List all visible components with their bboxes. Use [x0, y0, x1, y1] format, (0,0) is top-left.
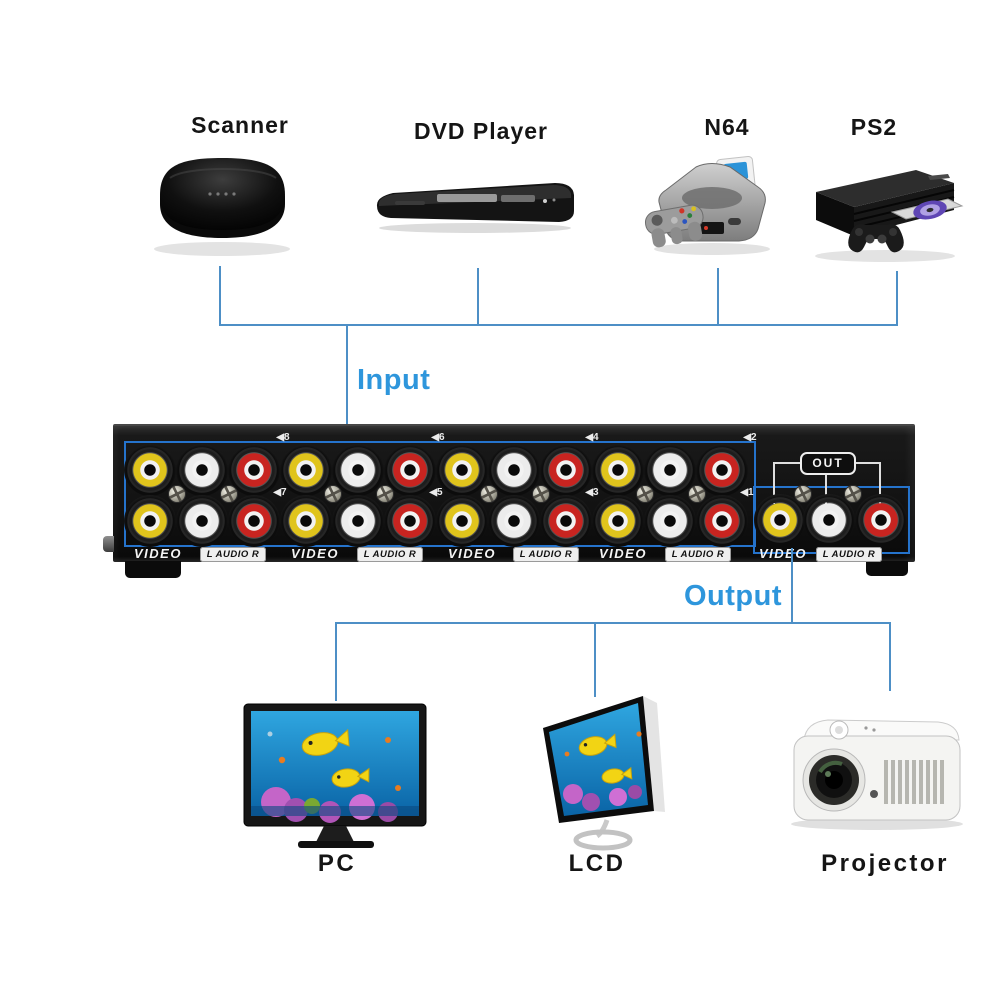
- rca-jack-input-bottom-row: [124, 495, 176, 547]
- out-bracket-line: [773, 462, 802, 464]
- connection-line-projector: [889, 622, 891, 691]
- panel-screw: [168, 485, 186, 503]
- video-port-label: VIDEO: [134, 546, 182, 561]
- port-number-label: ◀7: [273, 487, 287, 498]
- out-bracket-line: [879, 462, 881, 504]
- rca-jack-input-bottom-row: [488, 495, 540, 547]
- panel-screw: [324, 485, 342, 503]
- rca-jack-input-top-row: [384, 444, 436, 496]
- connection-line-pc: [335, 622, 337, 701]
- panel-screw: [480, 485, 498, 503]
- pc-label: PC: [317, 850, 357, 877]
- rca-jack-input-top-row: [228, 444, 280, 496]
- video-port-label: VIDEO: [291, 546, 339, 561]
- projector-label: Projector: [821, 850, 949, 877]
- output-section-label: Output: [683, 580, 782, 612]
- connection-line-n64: [717, 268, 719, 324]
- connection-line-dvd: [477, 268, 479, 324]
- rca-jack-input-top-row: [540, 444, 592, 496]
- port-number-label: ◀2: [743, 432, 757, 443]
- port-number-label: ◀3: [585, 487, 599, 498]
- rca-jack-output: [754, 494, 806, 546]
- output-bus-line: [335, 622, 891, 624]
- input-bus-line: [219, 324, 898, 326]
- connection-line-lcd: [594, 622, 596, 697]
- lcd-label: LCD: [568, 850, 626, 877]
- rca-jack-input-top-row: [280, 444, 332, 496]
- rca-jack-output: [855, 494, 907, 546]
- out-bracket-line: [825, 472, 827, 506]
- connection-line-scanner: [219, 266, 221, 324]
- rca-jack-input-top-row: [696, 444, 748, 496]
- port-number-label: ◀8: [276, 432, 290, 443]
- pc-illustration: [243, 703, 427, 848]
- input-section-outline: [124, 441, 756, 547]
- out-bracket-line: [852, 462, 881, 464]
- audio-port-label: L AUDIO R: [200, 547, 266, 562]
- rca-jack-input-bottom-row: [592, 495, 644, 547]
- dvd-player-label: DVD Player: [413, 118, 548, 144]
- rca-jack-input-bottom-row: [436, 495, 488, 547]
- out-bracket-line: [773, 462, 775, 504]
- scanner-label: Scanner: [191, 112, 289, 138]
- lcd-illustration: [543, 696, 665, 851]
- panel-screw: [532, 485, 550, 503]
- side-connector: [103, 536, 114, 552]
- rca-jack-input-bottom-row: [696, 495, 748, 547]
- ps2-illustration: [815, 170, 964, 262]
- rca-jack-input-bottom-row: [280, 495, 332, 547]
- audio-port-label: L AUDIO R: [816, 547, 882, 562]
- rca-jack-input-bottom-row: [332, 495, 384, 547]
- rca-jack-input-bottom-row: [228, 495, 280, 547]
- rca-jack-output: [803, 494, 855, 546]
- audio-port-label: L AUDIO R: [513, 547, 579, 562]
- port-number-label: ◀4: [585, 432, 599, 443]
- projector-illustration: [791, 719, 963, 830]
- connection-line-ps2: [896, 271, 898, 324]
- ps2-label: PS2: [850, 114, 898, 140]
- panel-foot-left: [125, 561, 181, 578]
- rca-jack-input-top-row: [644, 444, 696, 496]
- video-port-label: VIDEO: [599, 546, 647, 561]
- scanner-illustration: [154, 158, 290, 256]
- rca-jack-input-top-row: [176, 444, 228, 496]
- n64-illustration: [644, 156, 770, 255]
- panel-screw: [794, 485, 812, 503]
- panel-screw: [376, 485, 394, 503]
- video-port-label: VIDEO: [448, 546, 496, 561]
- panel-foot-right: [866, 561, 908, 576]
- audio-port-label: L AUDIO R: [357, 547, 423, 562]
- n64-label: N64: [704, 114, 750, 140]
- output-drop-line: [791, 548, 793, 622]
- panel-screw: [636, 485, 654, 503]
- panel-screw: [688, 485, 706, 503]
- input-drop-line: [346, 326, 348, 424]
- port-number-label: ◀1: [740, 487, 754, 498]
- out-badge: OUT: [800, 452, 856, 475]
- port-number-label: ◀6: [431, 432, 445, 443]
- dvd-player-illustration: [376, 183, 574, 233]
- rca-jack-input-bottom-row: [176, 495, 228, 547]
- panel-screw: [844, 485, 862, 503]
- input-section-label: Input: [357, 364, 431, 396]
- rca-jack-input-top-row: [592, 444, 644, 496]
- rca-jack-input-top-row: [332, 444, 384, 496]
- rca-jack-input-bottom-row: [644, 495, 696, 547]
- rca-jack-input-top-row: [124, 444, 176, 496]
- port-number-label: ◀5: [429, 487, 443, 498]
- audio-port-label: L AUDIO R: [665, 547, 731, 562]
- rca-jack-input-bottom-row: [384, 495, 436, 547]
- panel-screw: [220, 485, 238, 503]
- rca-jack-input-bottom-row: [540, 495, 592, 547]
- video-port-label: VIDEO: [759, 546, 807, 561]
- rca-jack-input-top-row: [436, 444, 488, 496]
- rca-jack-input-top-row: [488, 444, 540, 496]
